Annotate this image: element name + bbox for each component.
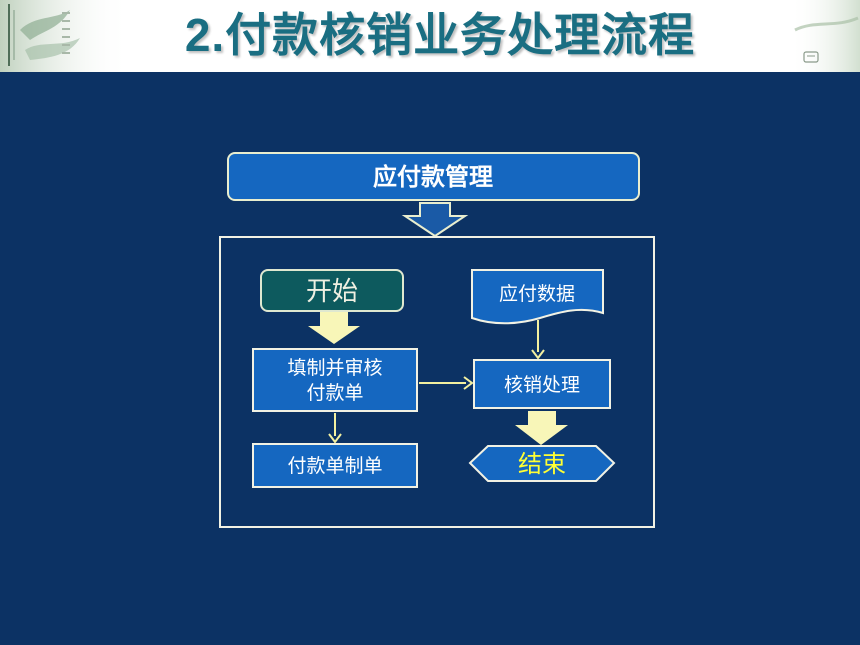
end-label: 结束 (518, 451, 566, 478)
arrowhead-icon (328, 433, 342, 444)
arrowhead-icon (463, 376, 474, 390)
payable-data-label: 应付数据 (499, 283, 575, 305)
payable-data-document (471, 269, 604, 325)
start-node (260, 269, 404, 312)
slide-header: 2.付款核销业务处理流程 (0, 0, 860, 72)
fill-review-box (252, 348, 418, 412)
writeoff-label: 核销处理 (504, 374, 580, 396)
writeoff-box (473, 359, 611, 409)
voucher-label: 付款单制单 (287, 455, 382, 477)
fill-review-label-1: 填制并审核 (287, 357, 382, 379)
voucher-box (252, 443, 418, 488)
accounts-payable-label: 应付款管理 (373, 163, 493, 191)
accounts-payable-box (227, 152, 640, 201)
fill-review-label-2: 付款单 (306, 382, 363, 404)
brush-decoration (790, 0, 860, 72)
slide-title: 2.付款核销业务处理流程 (184, 9, 696, 61)
arrowhead-icon (531, 349, 545, 360)
end-node (468, 445, 616, 482)
down-arrow-icon (308, 312, 360, 344)
start-label: 开始 (306, 276, 358, 306)
down-arrow-icon (515, 411, 568, 445)
ink-painting-decoration (0, 0, 130, 72)
process-frame (219, 236, 655, 528)
down-arrow-icon (401, 202, 469, 238)
